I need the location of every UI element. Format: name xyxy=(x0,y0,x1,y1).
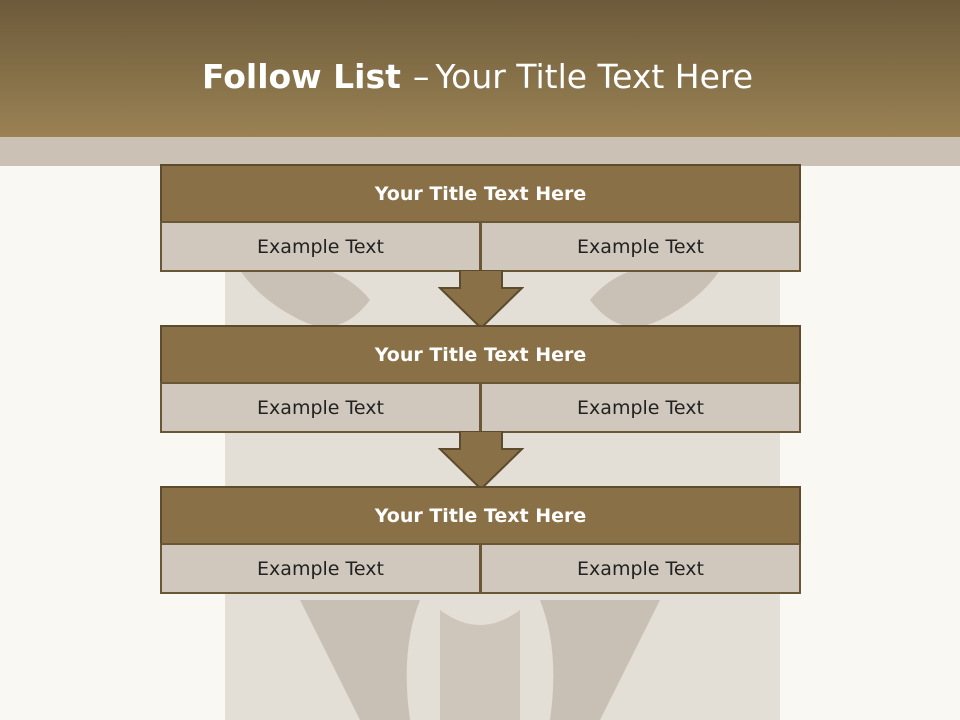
block-left-cell: Example Text xyxy=(160,382,481,433)
block-right-cell: Example Text xyxy=(480,221,801,272)
block-left-cell: Example Text xyxy=(160,543,481,594)
list-block: Your Title Text Here Example Text Exampl… xyxy=(160,325,801,433)
down-arrow-icon xyxy=(438,431,524,491)
slide-title-separator: – xyxy=(412,57,430,96)
header-strip xyxy=(0,137,960,166)
block-left-cell: Example Text xyxy=(160,221,481,272)
block-title: Your Title Text Here xyxy=(160,164,801,223)
slide-title-rest: Your Title Text Here xyxy=(435,57,754,96)
list-block: Your Title Text Here Example Text Exampl… xyxy=(160,486,801,594)
block-right-cell: Example Text xyxy=(480,382,801,433)
block-title: Your Title Text Here xyxy=(160,486,801,545)
slide-title: Follow List–Your Title Text Here xyxy=(202,52,753,102)
down-arrow-icon xyxy=(438,270,524,330)
header-band xyxy=(0,0,960,137)
block-title: Your Title Text Here xyxy=(160,325,801,384)
block-right-cell: Example Text xyxy=(480,543,801,594)
slide-title-bold: Follow List xyxy=(202,57,401,96)
list-block: Your Title Text Here Example Text Exampl… xyxy=(160,164,801,272)
